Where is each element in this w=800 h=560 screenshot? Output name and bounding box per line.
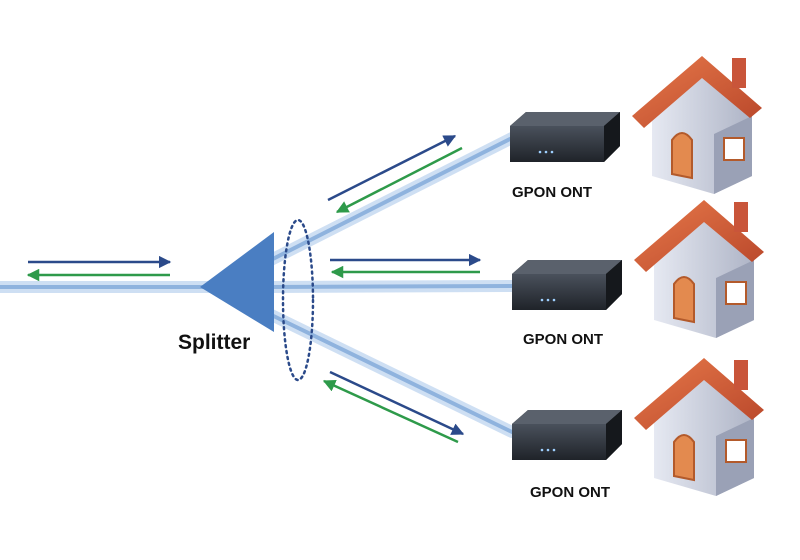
branch-fiber-bottom <box>253 305 514 434</box>
ont-router-icon <box>512 260 622 310</box>
splitter-label: Splitter <box>178 331 251 354</box>
downstream-arrow-bottom <box>329 370 465 436</box>
house-icon <box>632 56 762 194</box>
middle-branch-arrows <box>330 253 482 279</box>
ont-label-middle: GPON ONT <box>523 331 604 348</box>
ont-label-bottom: GPON ONT <box>530 484 611 501</box>
house-icon <box>634 200 764 338</box>
bottom-branch-arrows <box>322 370 465 444</box>
downstream-arrow-top <box>327 134 457 202</box>
top-branch-arrows <box>327 134 463 214</box>
splitter-triangle <box>200 232 274 332</box>
fiber-lines <box>0 132 518 438</box>
upstream-arrow-top <box>335 146 463 214</box>
split-ring <box>281 218 315 382</box>
branch-fiber-top <box>253 136 514 270</box>
branch-fiber-middle <box>266 284 514 289</box>
house-icon <box>634 358 764 496</box>
upstream-arrow-bottom <box>322 379 459 444</box>
ont-router-icon <box>510 112 620 162</box>
ont-router-icon <box>512 410 622 460</box>
feeder-arrows <box>26 255 172 282</box>
ont-label-top: GPON ONT <box>512 184 593 201</box>
